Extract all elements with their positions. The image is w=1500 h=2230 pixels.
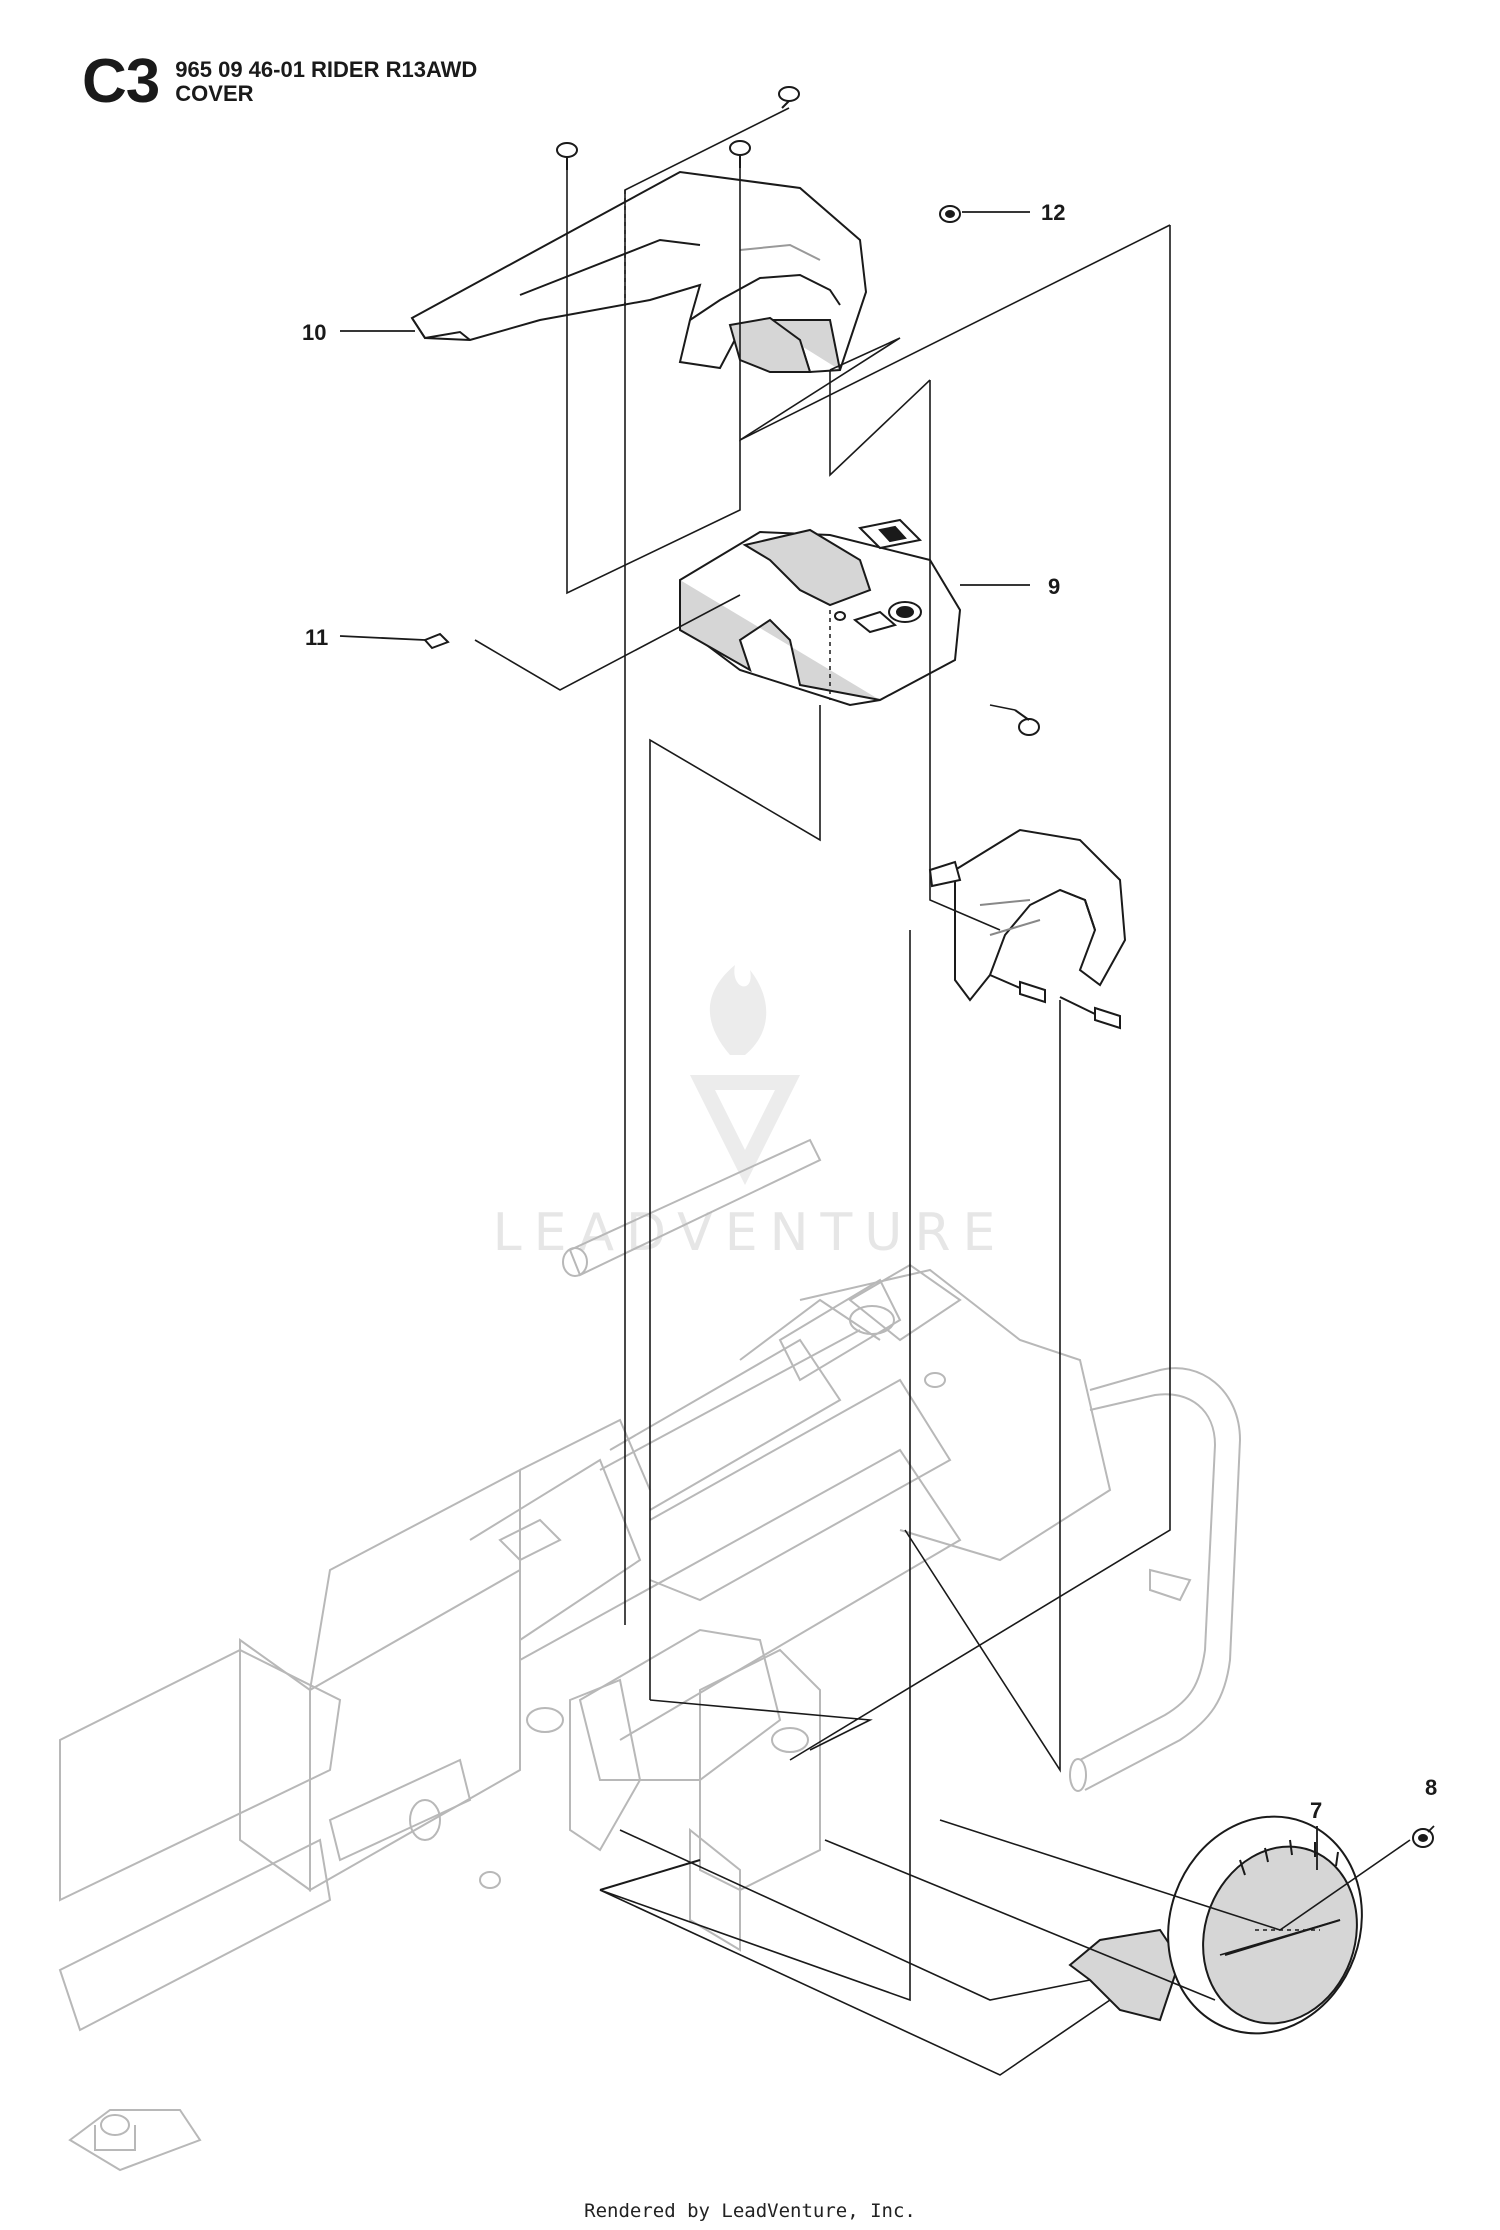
hidden-lines <box>624 190 1320 1931</box>
callout-12: 12 <box>1041 200 1065 225</box>
watermark-v-logo-icon <box>690 1075 800 1185</box>
group-name: COVER <box>175 81 254 106</box>
watermark-text: LEADVENTURE <box>493 1203 1008 1263</box>
header-text: 965 09 46-01 RIDER R13AWD COVER <box>175 58 477 106</box>
bolt-icon <box>989 974 1046 1004</box>
shift-shroud <box>928 828 1127 1002</box>
callout-leaders <box>339 211 1435 1870</box>
hardware <box>423 86 1434 1891</box>
part-9-front-cover <box>679 518 962 707</box>
callout-labels: 10 11 12 9 7 8 <box>302 200 1437 1823</box>
model-line: 965 09 46-01 RIDER R13AWD <box>175 57 478 82</box>
watermark-flame-icon <box>709 965 767 1055</box>
nut-icon-8 <box>1412 1828 1434 1848</box>
callout-8: 8 <box>1425 1775 1437 1800</box>
callout-10: 10 <box>302 320 326 345</box>
callout-11: 11 <box>305 625 328 650</box>
bolt-icon <box>1059 996 1121 1030</box>
callout-7: 7 <box>1310 1798 1322 1823</box>
assembly-lines <box>474 107 1411 2076</box>
bolt-icon <box>1014 709 1040 736</box>
section-code: C3 <box>82 47 160 116</box>
footer-credit: Rendered by LeadVenture, Inc. <box>584 2200 916 2222</box>
diagram-header: C3 965 09 46-01 RIDER R13AWD COVER <box>82 47 477 116</box>
rod-icon <box>599 1859 701 1891</box>
callout-9: 9 <box>1048 574 1060 599</box>
clip-icon-11 <box>423 632 450 650</box>
screw-icon <box>556 142 578 170</box>
nut-icon-12 <box>939 205 961 223</box>
rider-frame-drawing <box>58 1138 1242 2172</box>
part-7-cap-cover <box>1068 1815 1363 2035</box>
part-10-rear-cover <box>410 170 868 374</box>
leadventure-watermark: LEADVENTURE <box>493 965 1008 1263</box>
screw-icon <box>729 140 751 168</box>
screw-icon <box>778 86 800 109</box>
